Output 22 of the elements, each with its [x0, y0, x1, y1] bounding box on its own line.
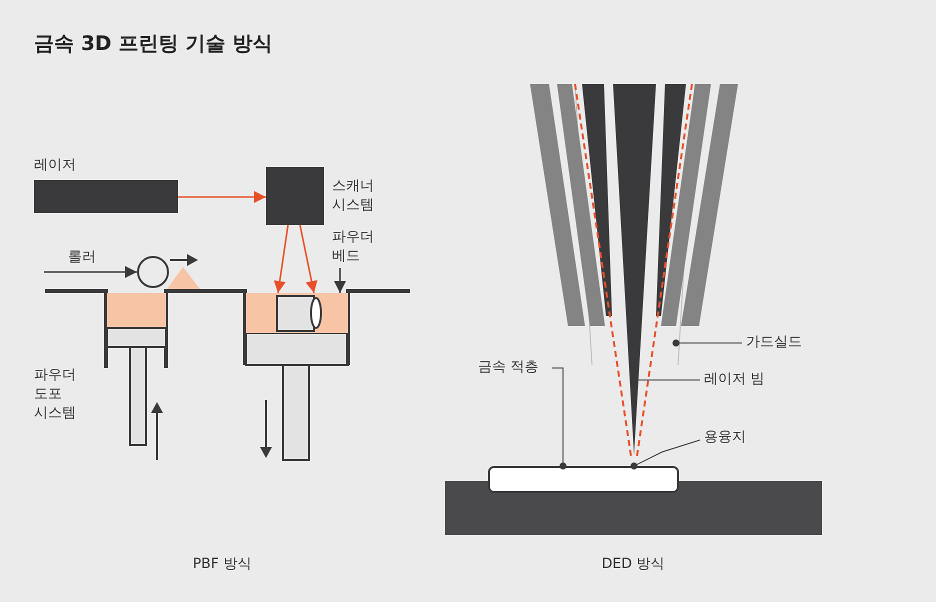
caption: DED 방식: [600, 555, 666, 574]
deposit-layer: [488, 466, 679, 493]
callout-label: 파우더 베드: [332, 228, 382, 268]
part-label: 스캐너 시스템: [332, 177, 375, 215]
part-label: 레이저: [34, 156, 77, 175]
part-label: 파우더 도포 시스템: [34, 366, 77, 423]
arrow: [299, 224, 318, 294]
arrow: [334, 268, 346, 293]
callout-label: 롤러: [44, 248, 106, 278]
leader-line: [552, 368, 566, 470]
leader-line: [630, 440, 700, 470]
callout-label: 금속 적층: [478, 358, 552, 380]
caption: PBF 방식: [192, 555, 252, 574]
arrow: [178, 191, 266, 203]
arrow: [274, 224, 289, 294]
title: 금속 3D 프린팅 기술 방식: [34, 30, 272, 57]
callout-label: 가드실드: [742, 333, 812, 355]
leader-line: [672, 340, 742, 346]
arrow: [44, 266, 137, 278]
roller-circle: [137, 256, 169, 288]
callout-label: 레이저 빔: [700, 370, 770, 392]
callout-label: 용융지: [700, 428, 760, 450]
